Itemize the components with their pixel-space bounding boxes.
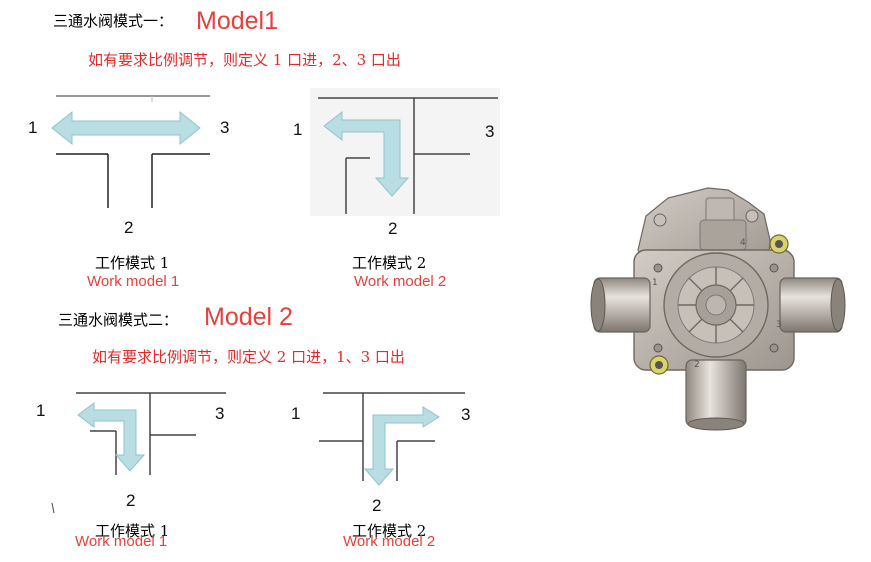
- flow-arrow-elbow: [363, 406, 440, 486]
- port-label-3: 3: [220, 118, 230, 137]
- section2-heading: 三通水阀模式二：: [58, 311, 179, 329]
- section2-note: 如有要求比例调节，则定义 2 口进，1、3 口出: [92, 348, 405, 366]
- port-label-1: 1: [28, 118, 38, 137]
- port-label-3: 3: [485, 122, 495, 141]
- caption-en-1a: Work model 1: [87, 273, 180, 290]
- flow-arrow-elbow: [323, 110, 410, 197]
- tee-pipe-diagram: [310, 88, 500, 216]
- caption-zh-1b: 工作模式 1: [95, 522, 170, 540]
- valve-port-mark-2: 2: [694, 360, 700, 370]
- port-label-3: 3: [461, 405, 471, 424]
- diagram-work-model-1-a: 1 3 2: [20, 88, 229, 243]
- port-label-2: 2: [124, 218, 134, 237]
- section1-heading: 三通水阀模式一：: [53, 12, 174, 30]
- caption-en-2a: Work model 2: [354, 273, 447, 290]
- flow-arrow-double: [51, 110, 201, 146]
- diagram-work-model-2-b: 1 3 2: [285, 385, 490, 515]
- three-way-valve-photo: 1 2 3 4: [588, 180, 848, 432]
- port-label-1: 1: [291, 404, 301, 423]
- valve-port-mark-1: 1: [652, 278, 658, 288]
- section1-note: 如有要求比例调节，则定义 1 口进，2、3 口出: [88, 51, 401, 69]
- port-label-3: 3: [215, 404, 225, 423]
- tee-pipe-diagram: [319, 392, 465, 486]
- valve-illustration: [590, 187, 846, 431]
- section1-model-title: Model1: [196, 7, 278, 35]
- port-label-2: 2: [372, 496, 382, 515]
- caption-zh-1a: 工作模式 1: [95, 254, 170, 272]
- tee-pipe-diagram: [51, 95, 210, 208]
- flow-arrow-elbow: [77, 402, 146, 472]
- section2-model-title: Model 2: [204, 303, 293, 331]
- port-label-2: 2: [388, 219, 398, 238]
- port-label-1: 1: [293, 120, 303, 139]
- port-label-1: 1: [36, 401, 46, 420]
- port-label-2: 2: [126, 491, 136, 510]
- valve-port-mark-4: 4: [740, 238, 746, 248]
- caption-en-2b: Work model 2: [343, 533, 436, 550]
- tee-pipe-diagram: [51, 392, 226, 514]
- diagram-work-model-2-a: 1 3 2: [285, 88, 500, 243]
- caption-en-1b: Work model 1: [75, 533, 168, 550]
- diagram-work-model-1-b: 1 3 2: [30, 385, 240, 515]
- caption-zh-2a: 工作模式 2: [352, 254, 427, 272]
- caption-zh-2b: 工作模式 2: [352, 522, 427, 540]
- valve-port-mark-3: 3: [776, 320, 782, 330]
